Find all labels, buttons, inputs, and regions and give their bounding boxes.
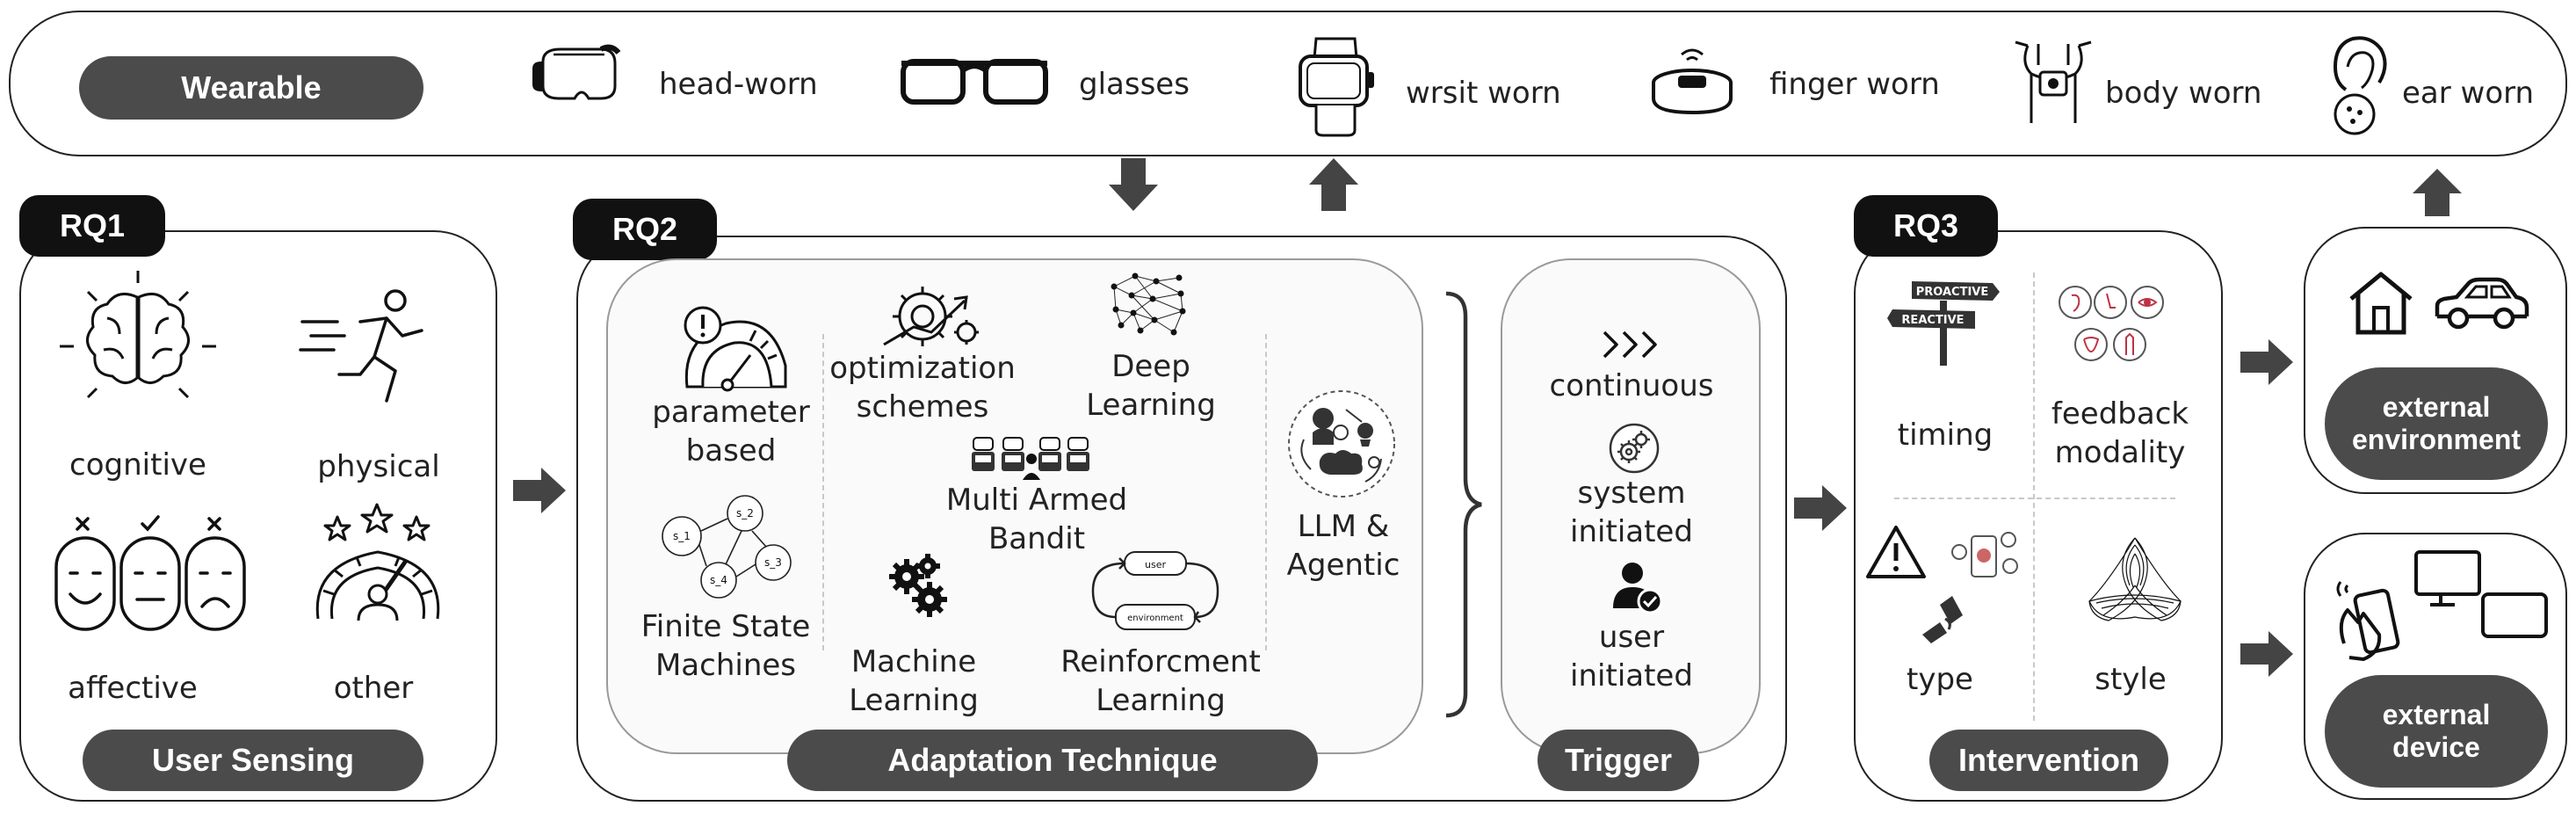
rl-node-user: user (1145, 559, 1166, 570)
fsm-state-1: s_1 (673, 530, 691, 542)
arrow-rq2-to-rq3 (1794, 485, 1847, 531)
arrow-rq2-to-wearable (1309, 158, 1358, 211)
technique-machine-learning: Machine Learning (849, 644, 979, 718)
machine-learning-cogs-icon (889, 554, 947, 617)
ear-icon (2328, 32, 2395, 141)
technique-finite-state-machines: Finite State Machines (640, 609, 811, 683)
optimization-gears-icon (879, 274, 984, 353)
rq3-divider-h (1894, 498, 2175, 499)
house-icon (2346, 269, 2416, 336)
arrow-rq3-to-device (2240, 631, 2293, 677)
trigger-title: Trigger (1538, 730, 1699, 791)
senses-icon (2056, 281, 2170, 366)
rq3-title: Intervention (1929, 730, 2168, 791)
chevrons-continuous-icon (1601, 327, 1662, 362)
reinforcement-loop-icon: user environment (1089, 547, 1221, 636)
wearable-title: Wearable (79, 56, 423, 120)
car-icon (2432, 274, 2530, 336)
technique-reinforcement-learning: Reinforcment Learning (1060, 644, 1261, 718)
fsm-state-4: s_4 (710, 574, 727, 586)
technique-llm-agentic: LLM & Agentic (1286, 509, 1400, 583)
trigger-user-initiated: user initiated (1570, 620, 1693, 694)
timing-sign-reactive: REACTIVE (1901, 314, 1964, 327)
arrow-wearable-to-rq2 (1109, 158, 1158, 211)
wearable-item-ear-worn: ear worn (2402, 76, 2535, 111)
intervention-timing: timing (1897, 418, 1994, 453)
rq2-tab: RQ2 (573, 199, 717, 260)
brain-icon (54, 265, 221, 406)
fsm-state-3: s_3 (764, 556, 782, 569)
alert-devices-icon (1868, 524, 2026, 643)
rl-node-environment: environment (1127, 614, 1183, 623)
glasses-icon (900, 56, 1049, 109)
satisfaction-gauge-icon (308, 503, 448, 635)
wearable-item-head-worn: head-worn (659, 67, 818, 102)
rq1-panel (19, 230, 497, 802)
technique-multi-armed-bandit: Multi Armed Bandit (945, 483, 1128, 556)
technique-parameter-based: parameter based (652, 395, 810, 468)
fsm-state-2: s_2 (736, 507, 754, 519)
emotion-faces-icon (49, 513, 251, 636)
signpost-icon: PROACTIVE REACTIVE (1887, 281, 2000, 366)
neural-network-icon (1111, 272, 1186, 336)
divider-left (822, 334, 824, 650)
wearable-item-body-worn: body worn (2105, 76, 2262, 111)
trigger-continuous: continuous (1549, 368, 1714, 403)
timing-sign-proactive: PROACTIVE (1916, 286, 1989, 299)
body-harness-icon (2012, 39, 2095, 130)
rq1-item-affective: affective (68, 671, 198, 706)
user-check-icon (1613, 563, 1664, 615)
rq1-item-cognitive: cognitive (69, 447, 206, 483)
wearable-bar (9, 11, 2567, 156)
knot-style-icon (2082, 533, 2188, 629)
wearable-item-finger-worn: finger worn (1769, 67, 1940, 102)
intervention-style: style (2095, 662, 2167, 697)
rq1-tab: RQ1 (19, 195, 165, 257)
wearable-item-glasses: glasses (1079, 67, 1190, 102)
output-external-environment: external environment (2325, 367, 2548, 480)
smartwatch-icon (1293, 26, 1374, 139)
intervention-type: type (1907, 662, 1973, 697)
rq3-divider-v (2033, 272, 2035, 721)
intervention-feedback-modality: feedback modality (2051, 396, 2189, 470)
arrow-environment-to-wearable (2413, 169, 2462, 216)
arrow-rq3-to-environment (2240, 339, 2293, 385)
rq1-title: User Sensing (83, 730, 423, 791)
llm-agentic-icon (1284, 389, 1399, 499)
rq3-tab: RQ3 (1854, 195, 1998, 257)
devices-icon (2332, 547, 2551, 663)
output-external-device: external device (2325, 675, 2548, 788)
wearable-item-wrist-worn: wrsit worn (1406, 76, 1561, 111)
trigger-system-initiated: system initiated (1570, 476, 1693, 549)
parameter-gauge-icon (677, 304, 791, 392)
divider-right (1265, 334, 1267, 650)
fsm-diagram-icon: s_1 s_2 s_3 s_4 (654, 494, 803, 599)
system-gears-icon (1608, 422, 1661, 475)
arrow-rq1-to-rq2 (513, 468, 566, 513)
vr-headset-icon (532, 37, 622, 121)
smart-ring-icon (1648, 44, 1736, 123)
brace-connector-icon (1441, 290, 1485, 719)
rq2-title: Adaptation Technique (787, 730, 1318, 791)
technique-optimization-schemes: optimization schemes (829, 351, 1016, 425)
running-person-icon (299, 287, 439, 410)
rq1-item-physical: physical (317, 449, 440, 484)
slot-machines-icon (972, 432, 1089, 480)
technique-deep-learning: Deep Learning (1086, 349, 1216, 423)
rq1-item-other: other (333, 671, 414, 706)
